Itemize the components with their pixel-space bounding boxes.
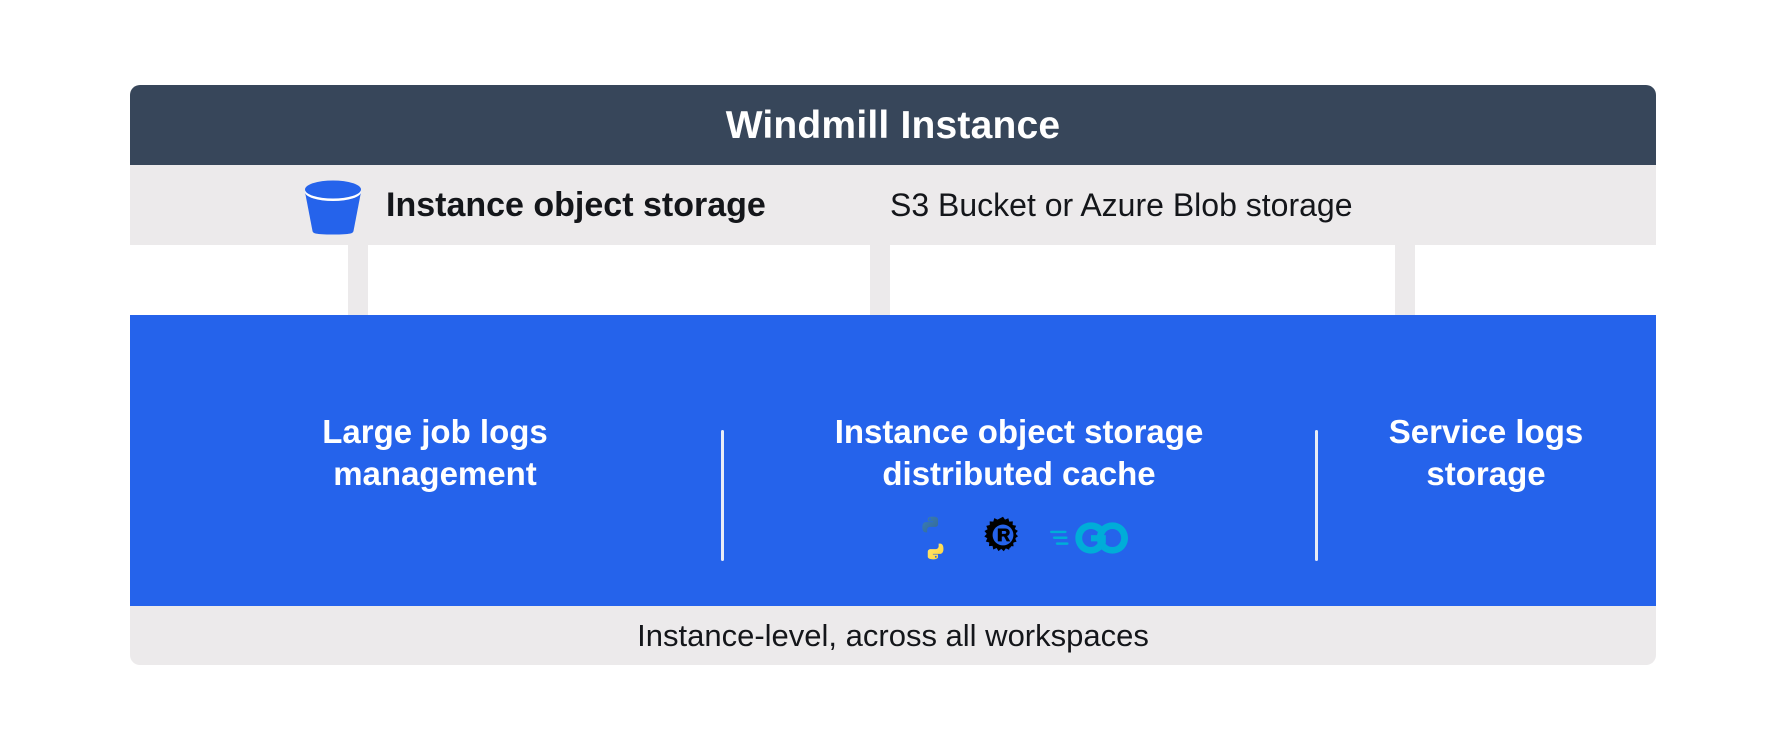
scope-label: Instance-level, across all workspaces xyxy=(637,618,1149,653)
storage-backend-label: S3 Bucket or Azure Blob storage xyxy=(890,187,1353,223)
instance-object-storage-row: Instance object storage S3 Bucket or Azu… xyxy=(130,165,1656,245)
page-title: Windmill Instance xyxy=(725,103,1061,147)
section-service-logs-storage: Service logs storage xyxy=(1316,315,1656,606)
rust-icon xyxy=(980,515,1026,566)
instance-features-panel: Large job logs management Instance objec… xyxy=(130,315,1656,606)
section-title: Service logs storage xyxy=(1388,413,1584,493)
python-icon xyxy=(910,515,956,566)
section-divider-1 xyxy=(721,430,724,561)
scope-footer: Instance-level, across all workspaces xyxy=(130,606,1656,665)
section-title: Instance object storage distributed cach… xyxy=(834,413,1204,493)
section-large-job-logs-management: Large job logs management xyxy=(148,315,722,606)
supported-languages xyxy=(910,515,1128,566)
instance-object-storage-label: Instance object storage xyxy=(386,186,766,224)
section-title: Large job logs management xyxy=(322,413,548,493)
s3-bucket-icon xyxy=(302,179,364,235)
connector-gap xyxy=(130,245,1656,315)
windmill-instance-diagram: Windmill Instance Instance object storag… xyxy=(130,85,1656,665)
go-icon xyxy=(1050,518,1128,563)
section-instance-object-storage-distributed-cache: Instance object storage distributed cach… xyxy=(722,315,1316,606)
instance-header: Windmill Instance xyxy=(130,85,1656,165)
section-divider-2 xyxy=(1315,430,1318,561)
